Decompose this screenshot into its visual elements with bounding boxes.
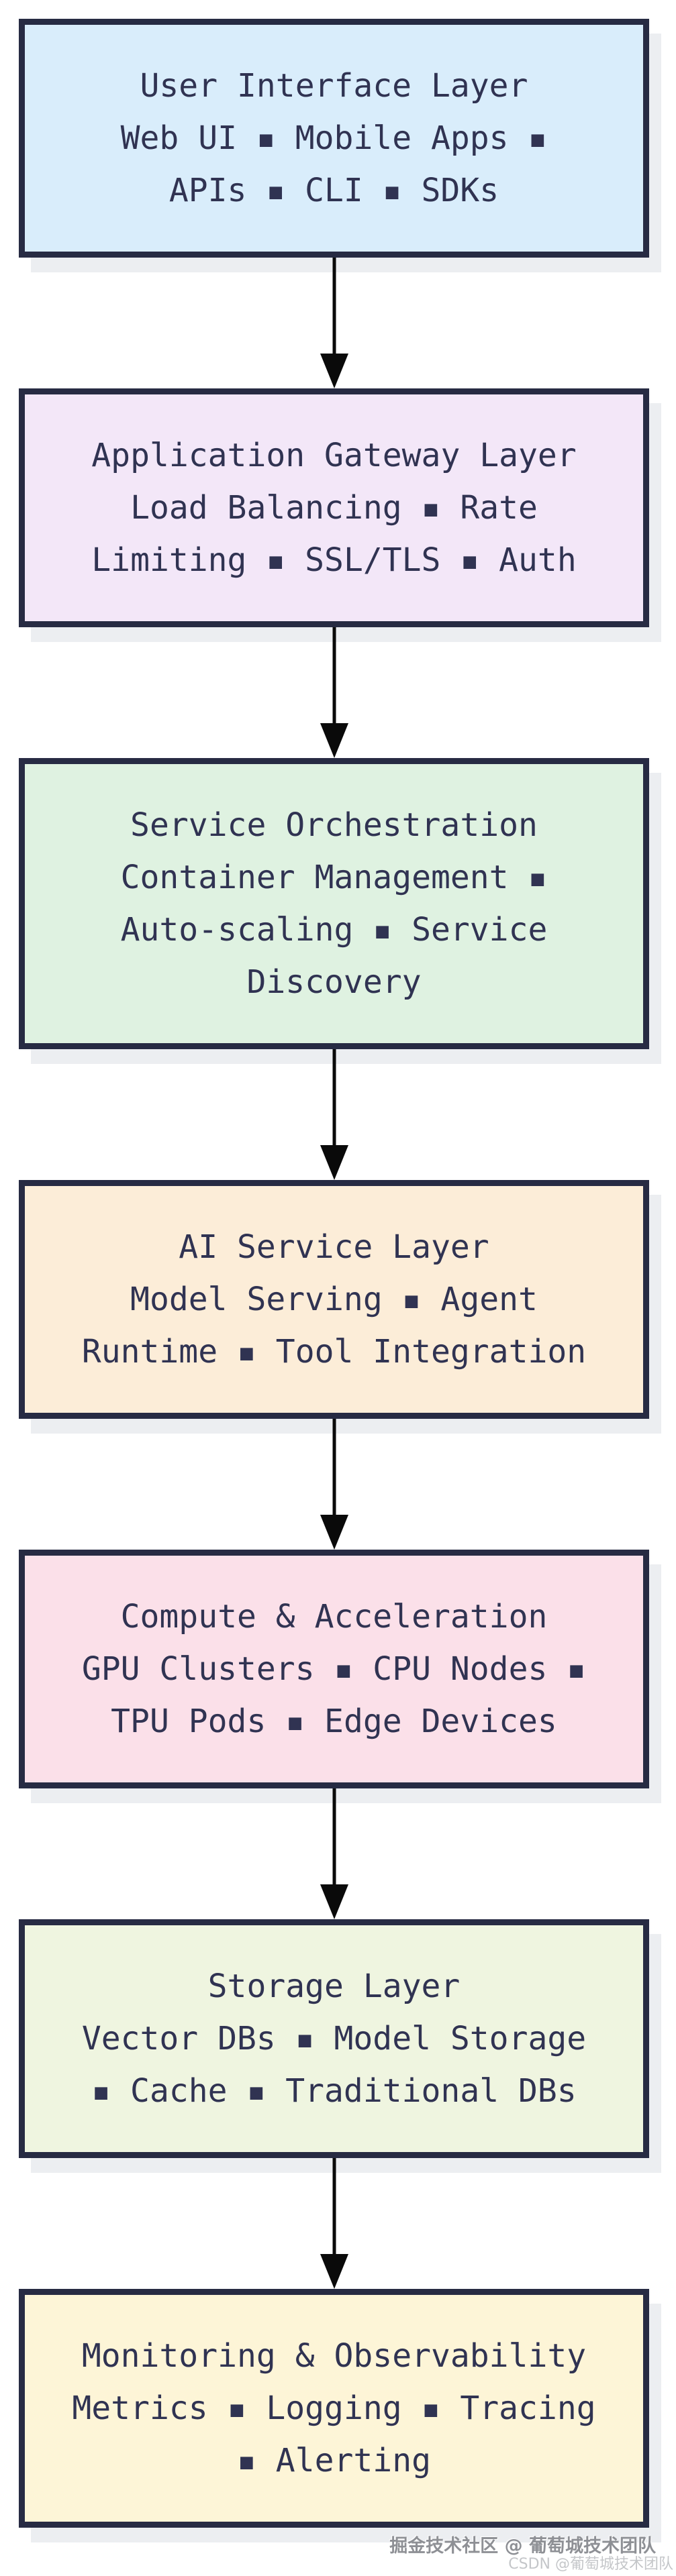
node-label: Compute & Acceleration GPU Clusters ▪ CP…	[81, 1598, 587, 1740]
arrow-shaft	[332, 627, 336, 724]
node-label: User Interface Layer Web UI ▪ Mobile App…	[120, 67, 548, 209]
arrow-head-icon	[320, 354, 348, 388]
arrow-shaft	[332, 2158, 336, 2255]
arrow-shaft	[332, 1049, 336, 1146]
flow-arrow	[19, 1419, 649, 1550]
arrow-head-icon	[320, 723, 348, 758]
node-label: AI Service Layer Model Serving ▪ Agent R…	[81, 1228, 587, 1371]
node-application-gateway-layer: Application Gateway Layer Load Balancing…	[19, 388, 649, 627]
arrow-head-icon	[320, 2254, 348, 2289]
node-storage-layer: Storage Layer Vector DBs ▪ Model Storage…	[19, 1919, 649, 2158]
node-service-orchestration: Service Orchestration Container Manageme…	[19, 758, 649, 1049]
arrow-head-icon	[320, 1145, 348, 1180]
node-monitoring-observability: Monitoring & Observability Metrics ▪ Log…	[19, 2289, 649, 2528]
node-label: Application Gateway Layer Load Balancing…	[91, 437, 577, 579]
node-user-interface-layer: User Interface Layer Web UI ▪ Mobile App…	[19, 19, 649, 258]
flow-arrow	[19, 2158, 649, 2289]
node-label: Storage Layer Vector DBs ▪ Model Storage…	[81, 1968, 587, 2110]
watermark-csdn: CSDN @葡萄城技术团队	[508, 2556, 673, 2573]
node-compute-acceleration: Compute & Acceleration GPU Clusters ▪ CP…	[19, 1550, 649, 1788]
arrow-head-icon	[320, 1884, 348, 1919]
arrow-head-icon	[320, 1515, 348, 1550]
watermark-juejin: 掘金技术社区 @ 葡萄城技术团队	[389, 2536, 656, 2557]
flow-arrow	[19, 1788, 649, 1919]
arrow-shaft	[332, 1419, 336, 1516]
node-ai-service-layer: AI Service Layer Model Serving ▪ Agent R…	[19, 1180, 649, 1419]
flow-arrow	[19, 627, 649, 758]
flow-arrow	[19, 258, 649, 388]
node-label: Service Orchestration Container Manageme…	[120, 806, 548, 1001]
node-label: Monitoring & Observability Metrics ▪ Log…	[72, 2337, 596, 2479]
flow-arrow	[19, 1049, 649, 1180]
arrow-shaft	[332, 258, 336, 355]
arrow-shaft	[332, 1788, 336, 1886]
